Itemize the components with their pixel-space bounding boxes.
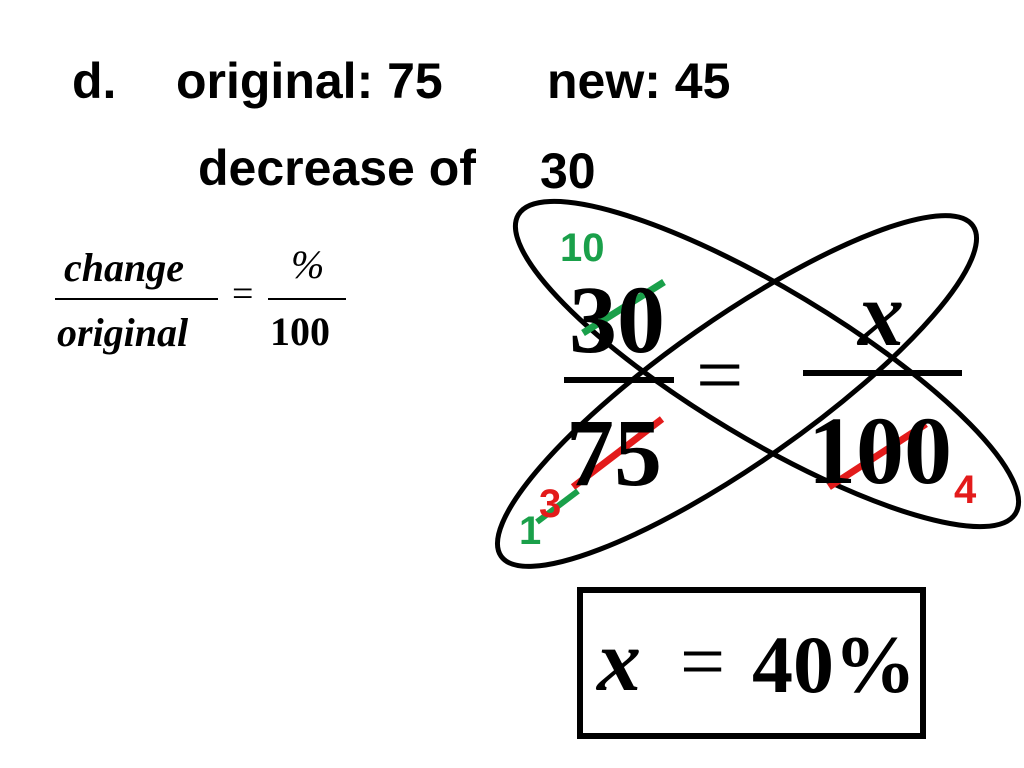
proportion-unknown: x bbox=[858, 263, 904, 365]
answer-equals: = bbox=[680, 618, 726, 706]
reduced-3-annotation: 1 bbox=[519, 509, 542, 553]
formula-numerator: change bbox=[64, 245, 184, 290]
decrease-text: decrease of bbox=[198, 140, 476, 196]
original-value-text: original: 75 bbox=[176, 53, 443, 109]
formula-percent: % bbox=[291, 242, 325, 287]
formula-fraction-bar-right bbox=[268, 298, 346, 300]
change-value: 30 bbox=[540, 143, 596, 199]
problem-label: d. bbox=[72, 53, 117, 109]
ellipse-30-to-100 bbox=[512, 198, 1022, 530]
formula-denominator: original bbox=[57, 310, 189, 355]
formula-equals: = bbox=[232, 273, 254, 315]
new-value-text: new: 45 bbox=[547, 53, 731, 109]
fraction-bar-left bbox=[564, 377, 674, 383]
reduced-30-annotation: 10 bbox=[560, 226, 605, 270]
reduced-100-annotation: 4 bbox=[954, 468, 977, 512]
answer-value: 40% bbox=[752, 619, 916, 710]
formula-hundred: 100 bbox=[270, 309, 330, 354]
reduced-75-annotation: 3 bbox=[539, 482, 562, 526]
answer-box bbox=[577, 587, 926, 739]
answer-variable: x bbox=[597, 613, 641, 710]
proportion-equals: = bbox=[696, 329, 744, 422]
proportion-hundred: 100 bbox=[808, 397, 952, 504]
fraction-bar-right bbox=[803, 370, 962, 376]
formula-fraction-bar-left bbox=[55, 298, 218, 300]
proportion-numerator: 30 bbox=[569, 266, 665, 373]
proportion-denominator: 75 bbox=[566, 399, 662, 506]
